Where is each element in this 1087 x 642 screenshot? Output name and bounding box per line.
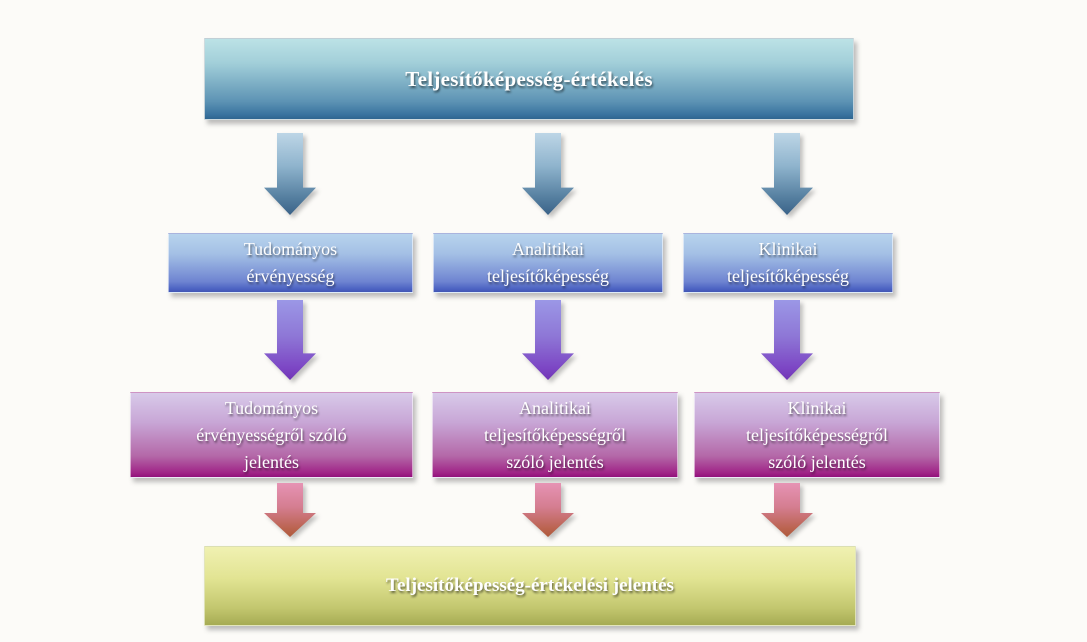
box-label: Tudományos érvényességről szóló jelentés [196, 397, 347, 472]
down-arrow-icon [264, 483, 316, 537]
down-arrow-icon [761, 133, 813, 215]
box-label: Tudományos érvényesség [243, 239, 338, 286]
down-arrow-icon [761, 483, 813, 537]
down-arrow-icon [522, 300, 574, 380]
box-scientific-validity-report: Tudományos érvényességről szóló jelentés [130, 392, 413, 478]
down-arrow-icon [264, 300, 316, 380]
down-arrow-icon [522, 133, 574, 215]
box-label: Analitikai teljesítőképesség [487, 239, 609, 286]
box-label: Klinikai teljesítőképességről szóló jele… [746, 397, 888, 472]
result-box-label: Teljesítőképesség-értékelési jelentés [386, 575, 674, 596]
down-arrow-icon [761, 300, 813, 380]
root-box-label: Teljesítőképesség-értékelés [405, 66, 653, 91]
box-scientific-validity: Tudományos érvényesség [168, 233, 413, 293]
root-box-performance-evaluation: Teljesítőképesség-értékelés [204, 38, 854, 120]
box-clinical-performance: Klinikai teljesítőképesség [683, 233, 893, 293]
box-label: Analitikai teljesítőképességről szóló je… [484, 397, 626, 472]
box-clinical-performance-report: Klinikai teljesítőképességről szóló jele… [694, 392, 940, 478]
result-box-performance-evaluation-report: Teljesítőképesség-értékelési jelentés [204, 546, 856, 626]
down-arrow-icon [264, 133, 316, 215]
box-analytical-performance: Analitikai teljesítőképesség [433, 233, 663, 293]
box-analytical-performance-report: Analitikai teljesítőképességről szóló je… [432, 392, 678, 478]
box-label: Klinikai teljesítőképesség [727, 239, 849, 286]
down-arrow-icon [522, 483, 574, 537]
